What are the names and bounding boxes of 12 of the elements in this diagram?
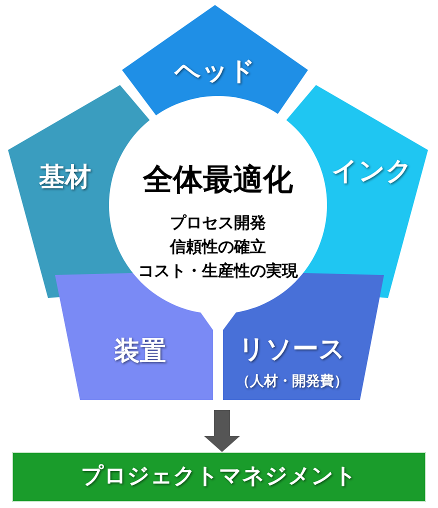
segment-sublabel: （人材・開発費） <box>236 374 348 390</box>
list-item: プロセス開発 <box>170 214 266 232</box>
heading: 全体最適化 <box>143 164 293 196</box>
segment-label: 装置 <box>114 338 166 366</box>
segment-label: リソース <box>238 336 346 364</box>
list-item: コスト・生産性の実現 <box>138 262 298 280</box>
block-arrow <box>204 410 240 452</box>
segment-label: 基材 <box>39 164 91 192</box>
segment-label: ヘッド <box>174 58 256 86</box>
list-item: 信頼性の確立 <box>170 238 266 256</box>
segment-label: インク <box>332 158 412 186</box>
banner-label: プロジェクトマネジメント <box>81 464 357 490</box>
